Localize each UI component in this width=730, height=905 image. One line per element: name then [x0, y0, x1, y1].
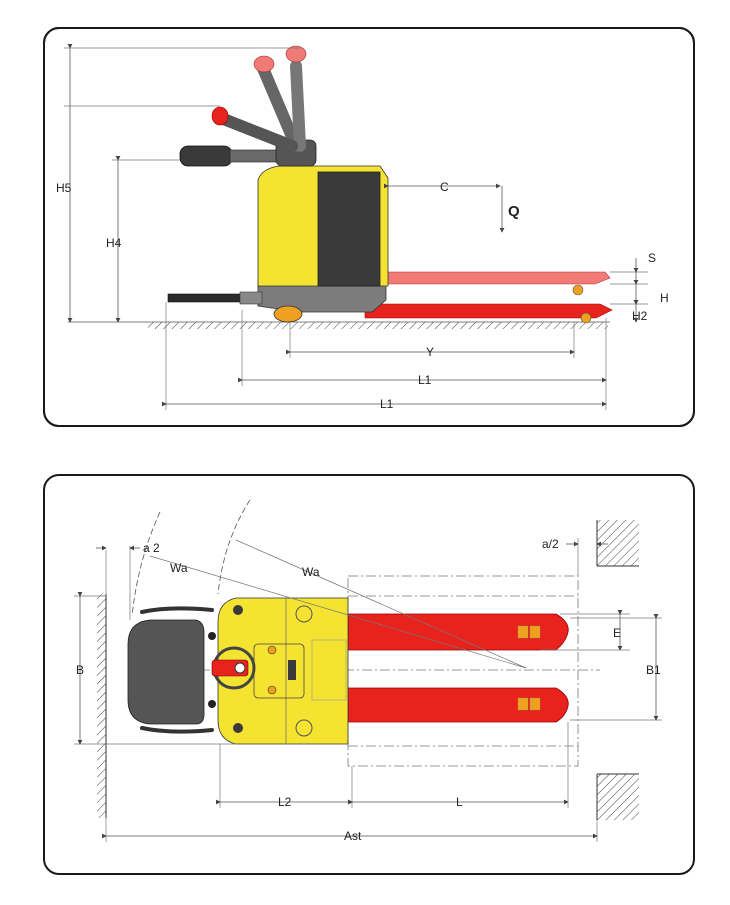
dim-h4-label: H4: [106, 236, 122, 250]
fork-left: [347, 613, 569, 651]
top-view-panel: [43, 474, 695, 875]
obstacle-bottom: [597, 774, 639, 820]
left-wall: [97, 594, 106, 818]
dim-ast-label: Ast: [344, 829, 362, 843]
top-view: a 2 a/2 Wa Wa B E B1 L2 L: [74, 499, 662, 843]
dim-l2-label: L2: [278, 795, 292, 809]
dim-b-label: B: [76, 663, 84, 677]
dim-l1-lower-label: L1: [380, 397, 394, 411]
obstacle-top: [597, 520, 639, 566]
fork-lowered: [364, 303, 613, 319]
dim-h5-label: H5: [56, 181, 72, 195]
drive-wheel: [273, 305, 303, 323]
dim-h-label: H: [660, 291, 669, 305]
load-q-label: Q: [508, 203, 520, 220]
dim-l1-upper-label: L1: [418, 373, 432, 387]
dim-e-label: E: [613, 626, 621, 640]
side-view: H5 H4 C Q S H H2 Y L1 L1: [56, 44, 669, 411]
dim-h2-label: H2: [632, 309, 648, 323]
side-view-panel-frame: [43, 27, 695, 427]
ground-hatch: [148, 322, 608, 329]
dim-c-label: C: [440, 180, 449, 194]
dim-wa-outer-label: Wa: [302, 565, 320, 579]
dim-l-label: L: [456, 795, 463, 809]
dim-y-label: Y: [426, 345, 434, 359]
fork-right: [347, 687, 569, 723]
dim-b1-label: B1: [646, 663, 661, 677]
operator-platform-top: [127, 619, 205, 725]
dim-s-label: S: [648, 251, 656, 265]
dim-a2-left-label: a 2: [143, 541, 160, 555]
dim-wa-inner-label: Wa: [170, 561, 188, 575]
dim-a2-right-label: a/2: [542, 537, 559, 551]
